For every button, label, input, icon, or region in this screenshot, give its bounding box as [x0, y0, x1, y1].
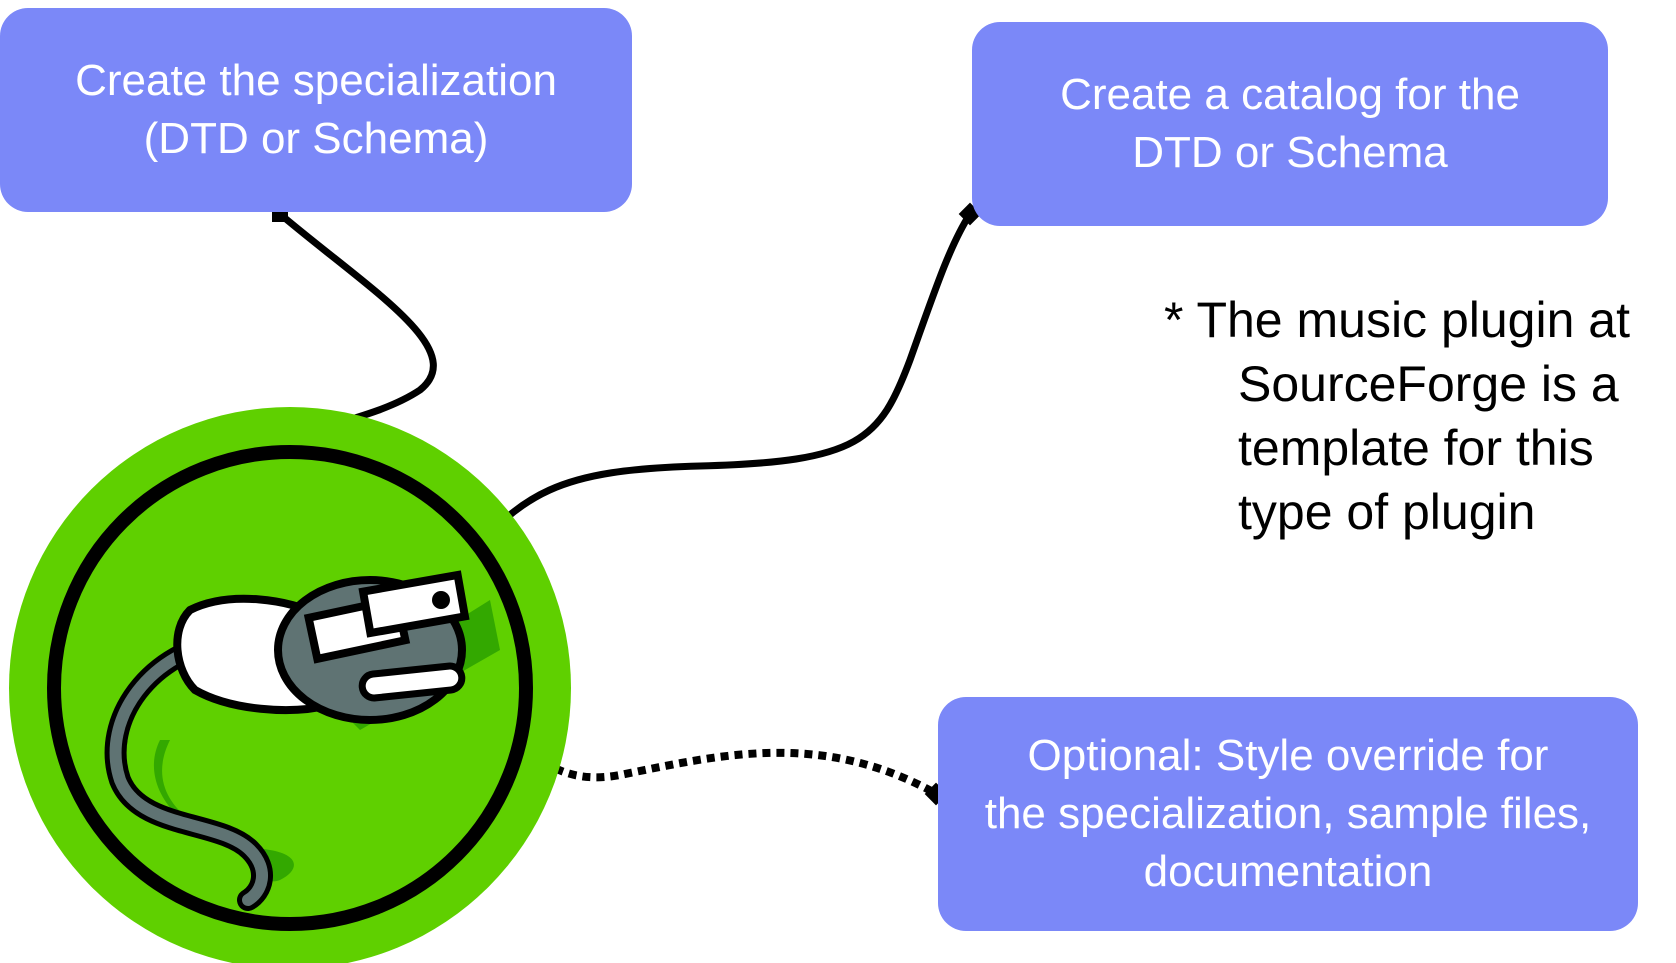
optional-box: Optional: Style override for the special… [938, 697, 1638, 931]
note-line-3: template for this [1238, 420, 1594, 476]
connector-catalog [451, 210, 974, 579]
optional-line-2: the specialization, sample files, [984, 789, 1592, 838]
catalog-line-2: DTD or Schema [1132, 128, 1448, 177]
specialization-line-1: Create the specialization [75, 56, 557, 105]
catalog-box: Create a catalog for the DTD or Schema [972, 22, 1608, 226]
catalog-line-1: Create a catalog for the [1060, 70, 1520, 119]
specialization-line-2: (DTD or Schema) [143, 114, 489, 163]
template-note: * The music plugin at SourceForge is a t… [1164, 288, 1674, 544]
note-line-2: SourceForge is a [1238, 356, 1619, 412]
optional-line-1: Optional: Style override for [1027, 731, 1549, 780]
optional-line-3: documentation [1143, 847, 1433, 896]
plug-icon [9, 407, 571, 963]
note-line-4: type of plugin [1238, 484, 1536, 540]
note-line-1: * The music plugin at [1164, 292, 1630, 348]
specialization-box: Create the specialization (DTD or Schema… [0, 8, 632, 212]
